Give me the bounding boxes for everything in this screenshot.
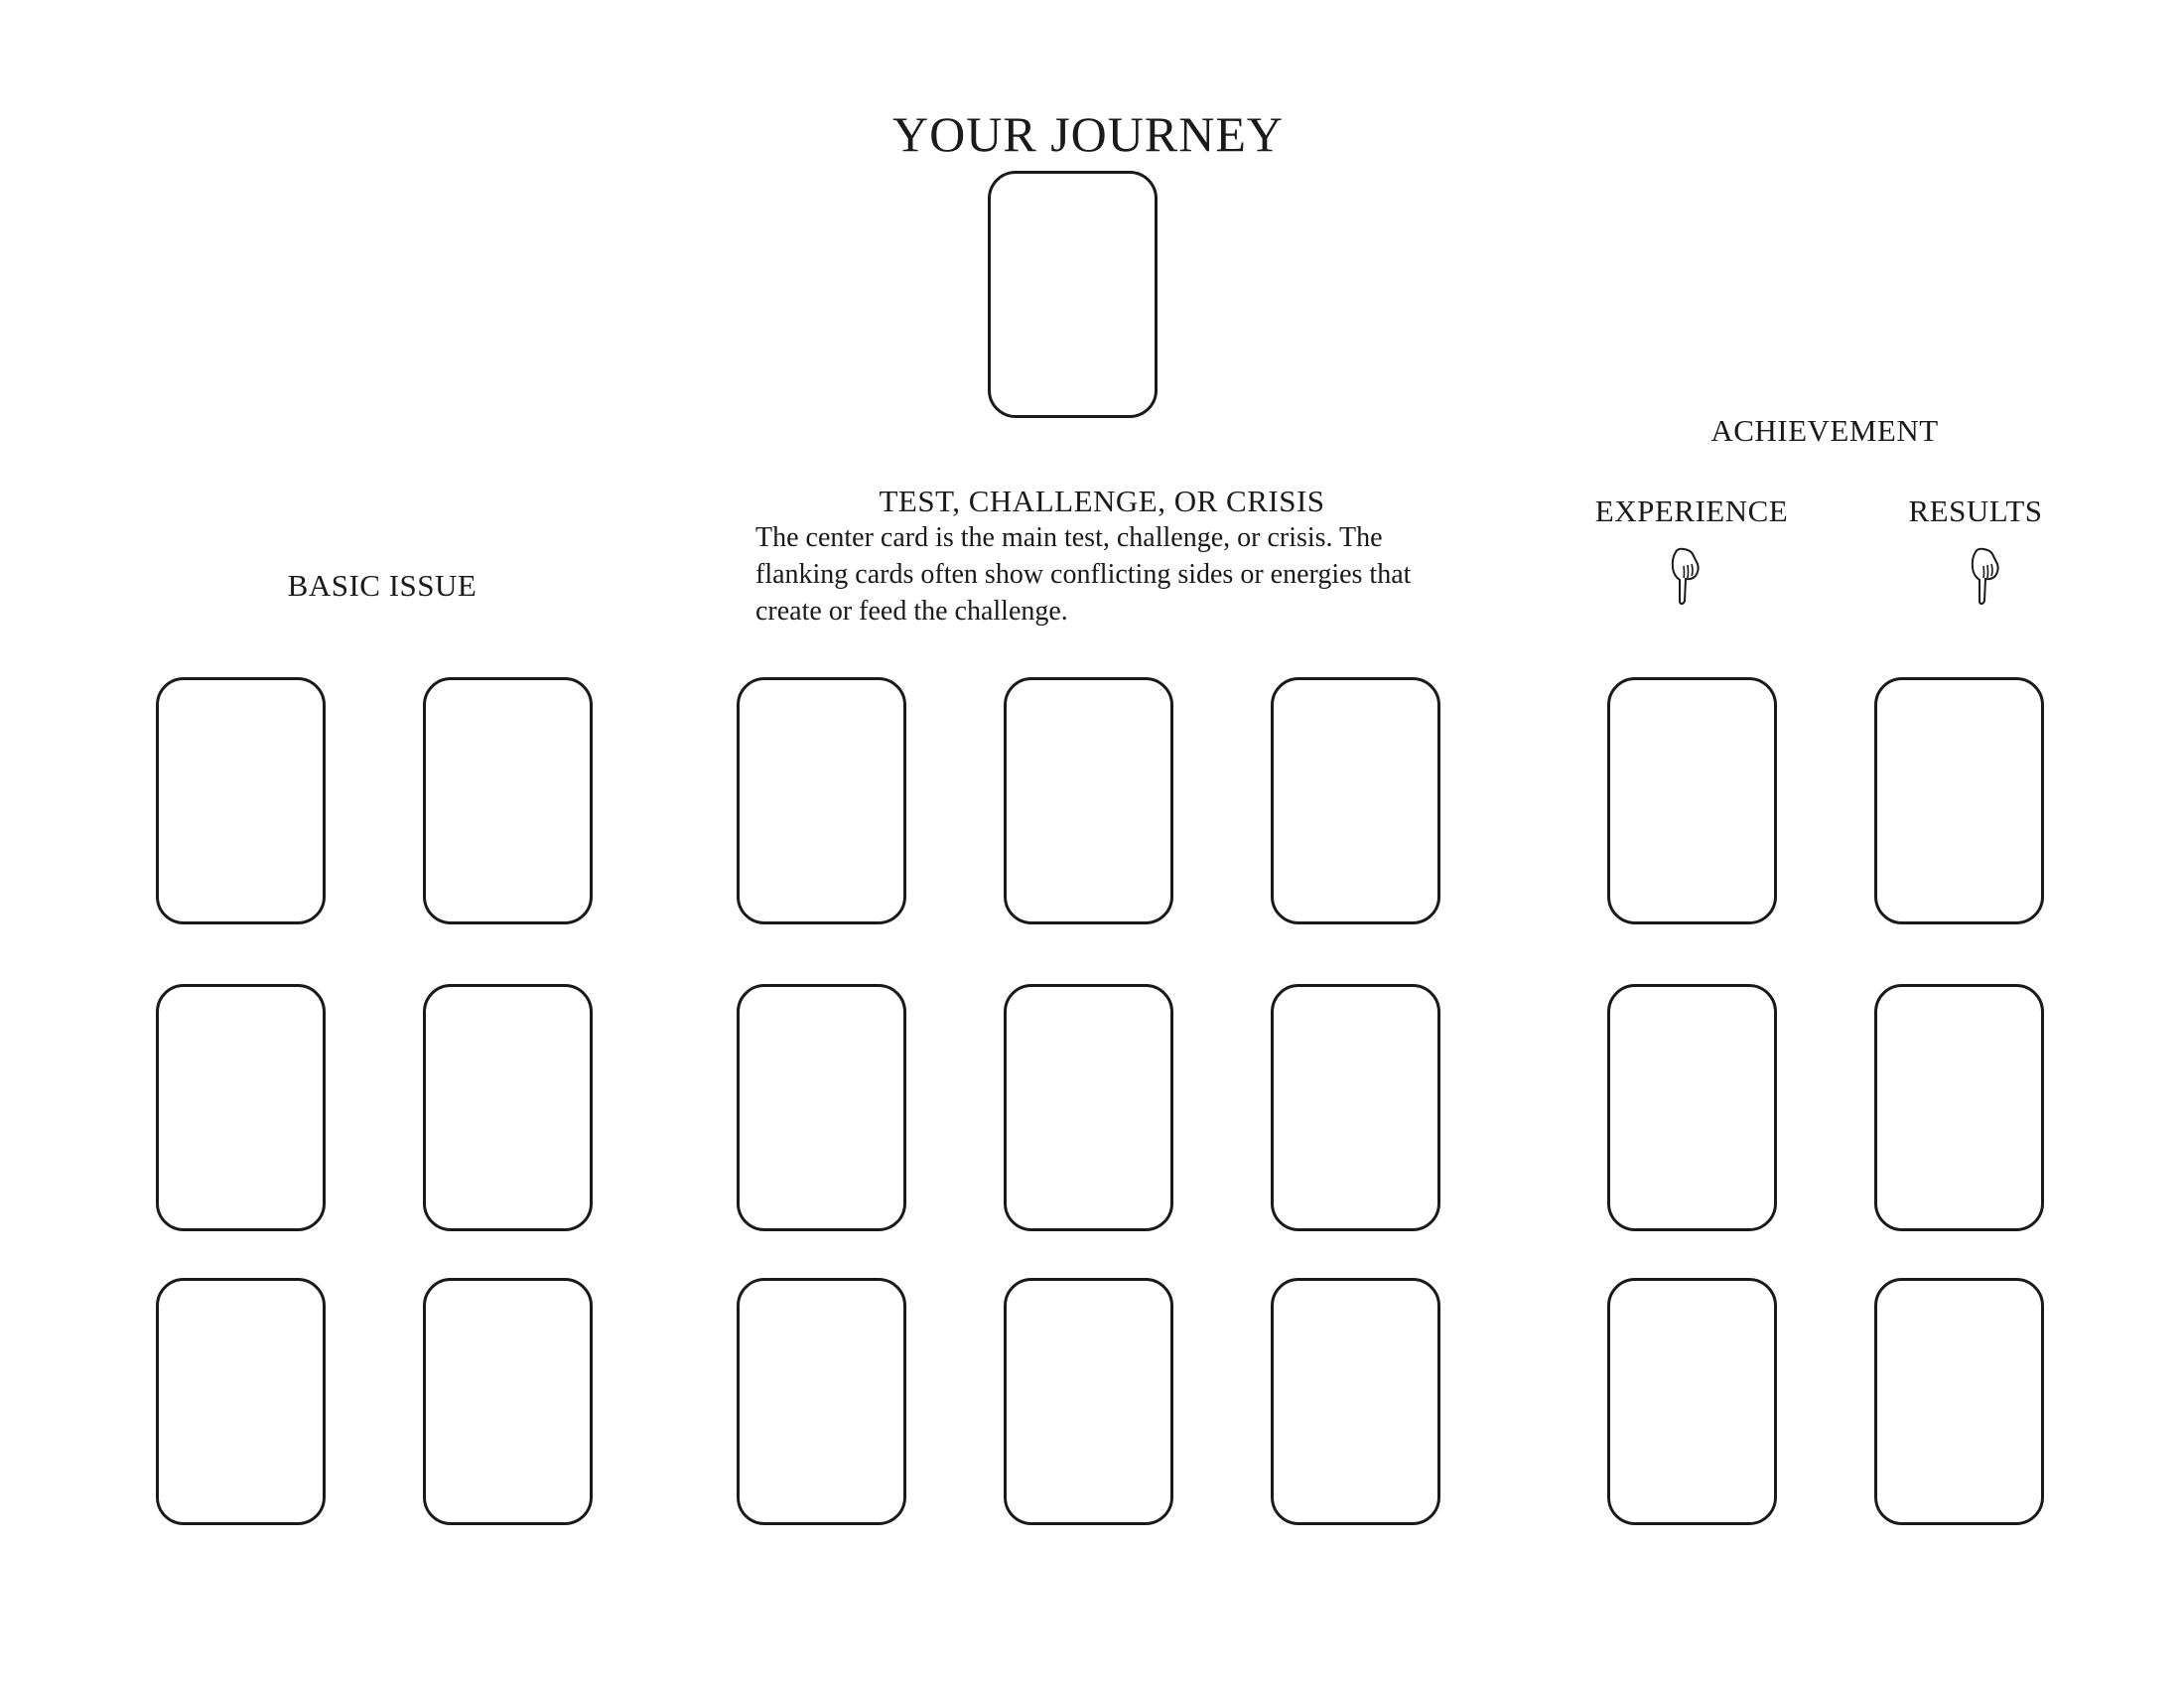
card-slot-test [1271, 984, 1440, 1231]
card-slot-test [1004, 677, 1173, 924]
pointing-hand-down-icon [1971, 547, 1999, 606]
heading-test-challenge-crisis: TEST, CHALLENGE, OR CRISIS [879, 484, 1325, 518]
card-slot-experience [1607, 677, 1777, 924]
test-description: The center card is the main test, challe… [755, 522, 1412, 627]
page-title: YOUR JOURNEY [892, 106, 1284, 162]
card-slot-test [737, 1278, 906, 1525]
card-slot-test [1004, 984, 1173, 1231]
card-slot-results [1874, 1278, 2044, 1525]
card-slot-basic-issue [423, 984, 593, 1231]
pointing-hand-down-icon [1671, 547, 1700, 606]
card-slot-test [1271, 677, 1440, 924]
card-slot-basic-issue [156, 677, 326, 924]
card-slot-basic-issue [423, 1278, 593, 1525]
card-slot-basic-issue [156, 1278, 326, 1525]
card-slot-basic-issue [156, 984, 326, 1231]
heading-experience: EXPERIENCE [1594, 493, 1789, 528]
card-slot-top [988, 171, 1158, 418]
card-slot-results [1874, 677, 2044, 924]
heading-basic-issue: BASIC ISSUE [287, 568, 478, 603]
card-slot-test [737, 984, 906, 1231]
heading-results: RESULTS [1908, 493, 2043, 528]
card-slot-test [737, 677, 906, 924]
heading-achievement: ACHIEVEMENT [1710, 413, 1939, 448]
card-slot-basic-issue [423, 677, 593, 924]
card-slot-test [1271, 1278, 1440, 1525]
card-slot-experience [1607, 1278, 1777, 1525]
card-slot-experience [1607, 984, 1777, 1231]
card-slot-test [1004, 1278, 1173, 1525]
card-slot-results [1874, 984, 2044, 1231]
